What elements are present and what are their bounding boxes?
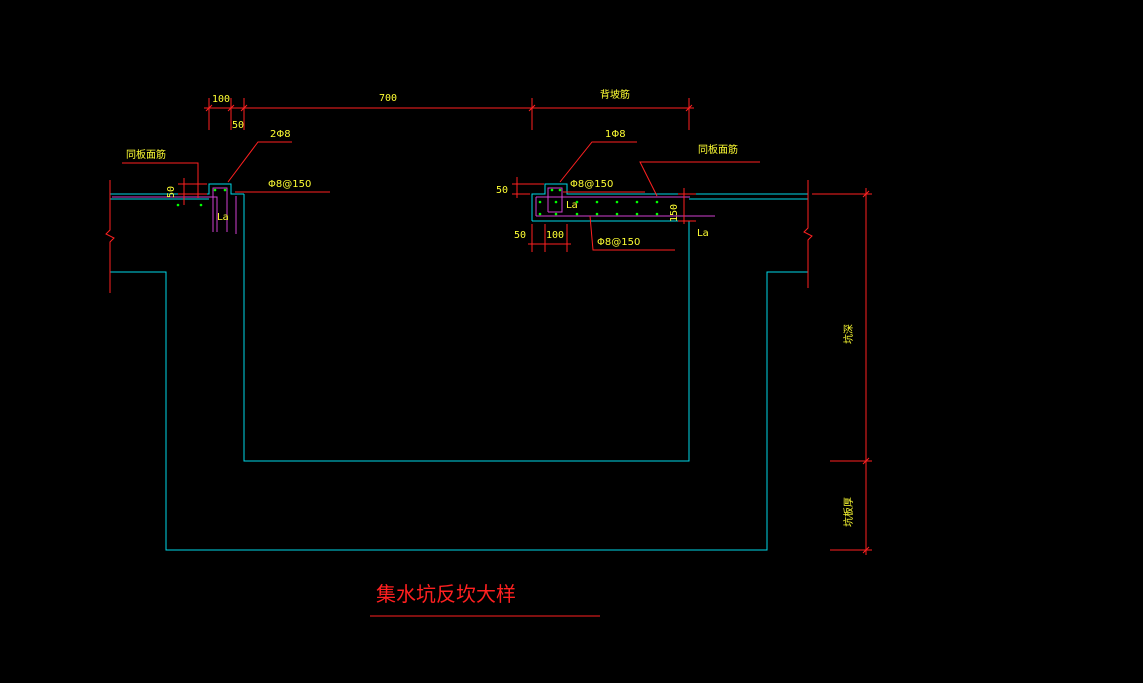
right-break-line: [803, 180, 813, 288]
inner-pit-outline: [243, 194, 690, 462]
rebar-dot: [615, 200, 619, 204]
concrete-outline: [110, 183, 808, 551]
rebar-dot: [635, 200, 639, 204]
dim-100-bottom: 100: [546, 230, 564, 241]
dimension-texts: 100 700 50 背坡筋 50 50 150 50 100 坑深 坑板厚: [166, 88, 855, 527]
rebar-dot: [595, 200, 599, 204]
left-curb-stirrup: [212, 187, 228, 232]
top-dim-tick: [205, 104, 213, 112]
rebar-dot: [223, 188, 227, 192]
rebar-dot: [575, 212, 579, 216]
overall-vert-tick: [862, 546, 870, 554]
rebar-dot: [550, 188, 554, 192]
label-right-bottom-stirrup: Φ8@150: [597, 237, 640, 248]
rebar-lines: [112, 187, 715, 234]
leader-right-bottom-stirrup: [589, 215, 675, 251]
rebar-dot: [655, 212, 659, 216]
rebar-dot: [199, 203, 203, 207]
rebar-dot: [213, 188, 217, 192]
right-curb-outline: [531, 183, 808, 221]
label-right-bars: 1Φ8: [605, 129, 626, 140]
rebar-dot: [615, 212, 619, 216]
label-left-bars: 2Φ8: [270, 129, 291, 140]
leader-right-top: [639, 161, 760, 197]
label-right-top: 同板面筋: [698, 143, 738, 156]
drawing-title: 集水坑反坎大样: [376, 582, 516, 606]
rebar-texts: 同板面筋 2Φ8 Φ8@150 La 1Φ8 Φ8@150 同板面筋 Φ8@15…: [126, 129, 738, 248]
rebar-dot: [538, 212, 542, 216]
leader-left-top: [122, 162, 199, 198]
rebar-dot: [176, 203, 180, 207]
label-left-top: 同板面筋: [126, 148, 166, 161]
dim-50-left: 50: [166, 186, 177, 198]
label-right-stirrup: Φ8@150: [570, 179, 613, 190]
dim-50-top: 50: [232, 120, 244, 131]
top-dim-tick: [685, 104, 693, 112]
leader-left-bars: [227, 141, 292, 183]
overall-vert-tick: [862, 190, 870, 198]
left-curb-bar: [205, 196, 218, 232]
dimension-lines: [122, 98, 872, 617]
top-dim-tick: [528, 104, 536, 112]
leader-right-bars: [559, 141, 637, 183]
left-break-line: [105, 180, 115, 293]
right-curb-stirrup: [547, 187, 563, 213]
dim-700: 700: [379, 93, 397, 104]
rebar-dot: [655, 200, 659, 204]
overall-vert-tick: [862, 457, 870, 465]
dim-right-top: 背坡筋: [600, 88, 630, 101]
label-right-la: La: [697, 228, 709, 239]
dim-50-right: 50: [496, 185, 508, 196]
rebar-dot: [554, 200, 558, 204]
top-dim-tick: [227, 104, 235, 112]
dim-100: 100: [212, 94, 230, 105]
rebar-dot: [595, 212, 599, 216]
dim-150: 150: [669, 204, 680, 222]
rebar-dot: [575, 200, 579, 204]
rebar-dot: [635, 212, 639, 216]
rebar-dot: [554, 212, 558, 216]
dim-50-bottom: 50: [514, 230, 526, 241]
dim-vert-upper: 坑深: [842, 324, 855, 344]
rebar-dots: [176, 188, 659, 216]
top-dim-tick: [240, 104, 248, 112]
label-left-stirrup: Φ8@150: [268, 179, 311, 190]
break-lines: [105, 180, 813, 293]
label-left-la: La: [217, 212, 229, 223]
label-right-la-top: La: [566, 200, 578, 211]
rebar-dot: [558, 188, 562, 192]
outer-pit-outline: [110, 271, 808, 551]
rebar-dot: [538, 200, 542, 204]
dim-vert-lower: 坑板厚: [842, 497, 855, 527]
